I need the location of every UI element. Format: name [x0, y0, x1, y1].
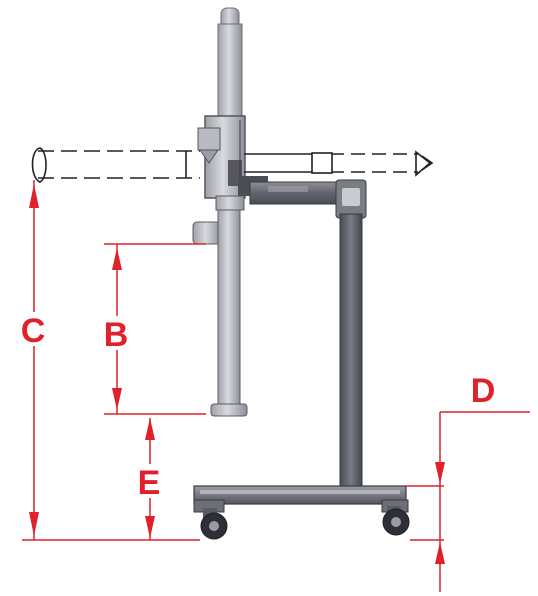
dimension-label-b: B	[104, 316, 129, 354]
lower-column	[210, 195, 248, 417]
dimension-label-e: E	[138, 464, 161, 502]
head-block	[197, 115, 246, 199]
stand-assembly	[31, 7, 434, 540]
phantom-arm-right	[244, 150, 434, 177]
elbow-joint	[335, 179, 367, 219]
phantom-arm-left	[31, 147, 200, 183]
side-knob	[192, 221, 222, 245]
dimension-lines	[22, 180, 530, 592]
caster-left	[200, 508, 228, 540]
dimension-d	[406, 411, 530, 592]
base-frame	[193, 485, 409, 513]
dimension-labels: C B E D	[18, 312, 495, 502]
dimension-label-d: D	[471, 372, 496, 410]
upper-column	[217, 7, 243, 125]
dimension-label-c: C	[21, 312, 46, 350]
dimension-c	[22, 180, 200, 541]
vertical-post	[339, 213, 363, 493]
horizontal-arm	[238, 176, 363, 205]
caster-right	[382, 506, 410, 536]
